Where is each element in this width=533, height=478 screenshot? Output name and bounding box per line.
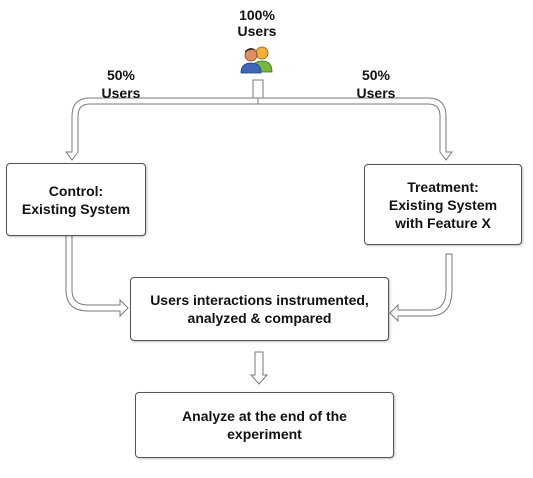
top-users-label: Users	[237, 23, 277, 39]
split-right-branch	[257, 97, 453, 161]
top-percent-label: 100%	[239, 7, 275, 23]
compare-to-final-arrow	[249, 351, 269, 385]
left-percent-label: 50%	[106, 67, 136, 83]
users-icon	[240, 46, 273, 74]
left-users-label: Users	[101, 85, 141, 101]
control-to-compare-arrow	[65, 234, 129, 318]
right-users-label: Users	[356, 85, 396, 101]
right-percent-label: 50%	[361, 67, 391, 83]
treatment-box: Treatment: Existing System with Feature …	[364, 164, 522, 245]
split-left-branch	[65, 97, 259, 161]
compare-box: Users interactions instrumented, analyze…	[130, 277, 389, 341]
control-box: Control: Existing System	[6, 163, 146, 236]
treatment-to-compare-arrow	[389, 253, 453, 323]
final-box: Analyze at the end of the experiment	[135, 392, 394, 458]
